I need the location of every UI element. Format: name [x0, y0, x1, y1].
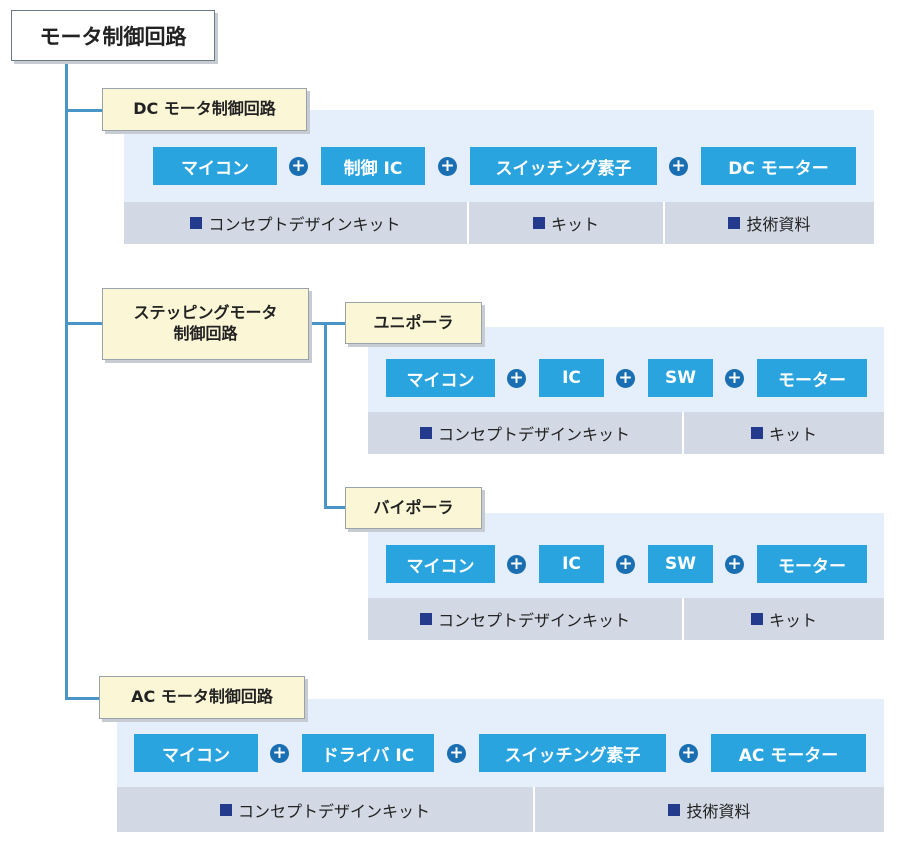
link-label: コンセプトデザインキット [237, 801, 430, 821]
square-bullet-icon [668, 803, 681, 816]
unipolar-component-ic[interactable]: IC [539, 359, 604, 397]
dc-label: DC モータ制御回路 [102, 88, 307, 131]
unipolar-link-concept-kit[interactable]: コンセプトデザインキット [368, 412, 682, 454]
page-title: モータ制御回路 [11, 10, 215, 61]
square-bullet-icon [419, 427, 432, 439]
ac-branch-line [65, 697, 103, 700]
ac-resource-bar: コンセプトデザインキット 技術資料 [117, 787, 884, 832]
dc-resource-bar: コンセプトデザインキット キット 技術資料 [124, 202, 874, 244]
bipolar-branch-line [324, 506, 346, 509]
dc-link-kit[interactable]: キット [467, 202, 663, 244]
bipolar-resource-bar: コンセプトデザインキット キット [368, 598, 884, 640]
bipolar-component-ic[interactable]: IC [539, 545, 604, 583]
ac-link-tech-docs[interactable]: 技術資料 [533, 787, 884, 832]
dc-branch-line [65, 109, 103, 112]
bipolar-component-sw[interactable]: SW [648, 545, 713, 583]
link-label: 技術資料 [746, 215, 811, 234]
stepping-branch-line [65, 322, 103, 325]
plus-circle-icon: + [616, 369, 635, 388]
ac-component-mcu[interactable]: マイコン [134, 734, 258, 772]
unipolar-label: ユニポーラ [345, 302, 482, 344]
square-bullet-icon [728, 217, 741, 229]
square-bullet-icon [419, 613, 432, 625]
dc-component-control-ic[interactable]: 制御 IC [321, 147, 425, 185]
plus-circle-icon: + [725, 555, 744, 574]
unipolar-link-kit[interactable]: キット [682, 412, 884, 454]
square-bullet-icon [750, 427, 763, 439]
plus-circle-icon: + [616, 555, 635, 574]
plus-circle-icon: + [270, 744, 289, 763]
unipolar-component-sw[interactable]: SW [648, 359, 713, 397]
ac-component-motor[interactable]: AC モーター [711, 734, 866, 772]
dc-link-tech-docs[interactable]: 技術資料 [663, 202, 874, 244]
bipolar-component-mcu[interactable]: マイコン [386, 545, 495, 583]
ac-component-switching[interactable]: スイッチング素子 [479, 734, 666, 772]
bipolar-link-kit[interactable]: キット [682, 598, 884, 640]
stepping-label: ステッピングモータ 制御回路 [102, 288, 309, 360]
stepping-sub-line-a [308, 322, 346, 325]
stepping-label-line1: ステッピングモータ [133, 303, 278, 323]
link-label: コンセプトデザインキット [208, 215, 401, 234]
square-bullet-icon [750, 613, 763, 625]
plus-circle-icon: + [447, 744, 466, 763]
stepping-sub-trunk-line [324, 322, 327, 508]
ac-link-concept-kit[interactable]: コンセプトデザインキット [117, 787, 533, 832]
unipolar-resource-bar: コンセプトデザインキット キット [368, 412, 884, 454]
square-bullet-icon [190, 217, 203, 229]
dc-link-concept-kit[interactable]: コンセプトデザインキット [124, 202, 467, 244]
dc-component-switching[interactable]: スイッチング素子 [470, 147, 657, 185]
ac-label: AC モータ制御回路 [99, 676, 305, 719]
plus-circle-icon: + [438, 157, 457, 176]
link-label: キット [768, 425, 817, 444]
link-label: キット [550, 215, 599, 234]
bipolar-link-concept-kit[interactable]: コンセプトデザインキット [368, 598, 682, 640]
plus-circle-icon: + [507, 555, 526, 574]
link-label: コンセプトデザインキット [437, 611, 630, 630]
link-label: 技術資料 [686, 801, 751, 821]
plus-circle-icon: + [289, 157, 308, 176]
plus-circle-icon: + [669, 157, 688, 176]
plus-circle-icon: + [507, 369, 526, 388]
ac-component-driver-ic[interactable]: ドライバ IC [302, 734, 434, 772]
plus-circle-icon: + [679, 744, 698, 763]
link-label: コンセプトデザインキット [437, 425, 630, 444]
unipolar-component-motor[interactable]: モーター [757, 359, 867, 397]
link-label: キット [768, 611, 817, 630]
square-bullet-icon [532, 217, 545, 229]
dc-component-motor[interactable]: DC モーター [701, 147, 856, 185]
main-trunk-line [65, 61, 68, 699]
square-bullet-icon [219, 803, 232, 816]
unipolar-component-mcu[interactable]: マイコン [386, 359, 495, 397]
bipolar-component-motor[interactable]: モーター [757, 545, 867, 583]
plus-circle-icon: + [725, 369, 744, 388]
dc-component-mcu[interactable]: マイコン [153, 147, 277, 185]
stepping-label-line2: 制御回路 [173, 324, 238, 343]
bipolar-label: バイポーラ [345, 487, 482, 529]
